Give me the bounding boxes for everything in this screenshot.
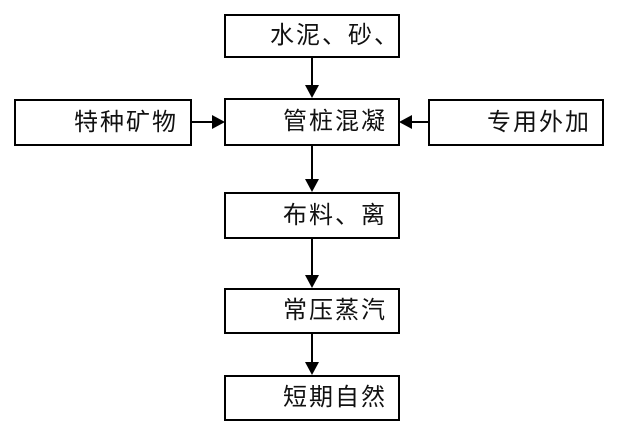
node-special-mineral-label: 特种矿物 — [74, 109, 178, 136]
node-pile-concrete: 管桩混凝 — [224, 98, 400, 146]
arrow-steam-to-natural — [305, 334, 319, 375]
node-material-distribution: 布料、离 — [224, 192, 400, 239]
node-special-admixture: 专用外加 — [428, 99, 604, 146]
node-pile-concrete-label: 管桩混凝 — [283, 109, 387, 135]
node-special-mineral: 特种矿物 — [14, 99, 192, 146]
node-cement-sand: 水泥、砂、 — [224, 14, 400, 58]
arrow-mineral-to-concrete — [192, 115, 225, 129]
node-natural-curing: 短期自然 — [224, 375, 400, 421]
arrow-admixture-to-concrete — [399, 115, 428, 129]
arrow-concrete-to-distribution — [305, 146, 319, 192]
arrow-cement-to-concrete — [305, 58, 319, 98]
node-natural-curing-label: 短期自然 — [283, 385, 387, 411]
node-special-admixture-label: 专用外加 — [487, 109, 591, 136]
node-steam-curing: 常压蒸汽 — [224, 288, 400, 334]
node-material-distribution-label: 布料、离 — [283, 202, 387, 229]
node-steam-curing-label: 常压蒸汽 — [283, 298, 387, 324]
arrow-distribution-to-steam — [305, 239, 319, 288]
node-cement-sand-label: 水泥、砂、 — [270, 23, 400, 49]
